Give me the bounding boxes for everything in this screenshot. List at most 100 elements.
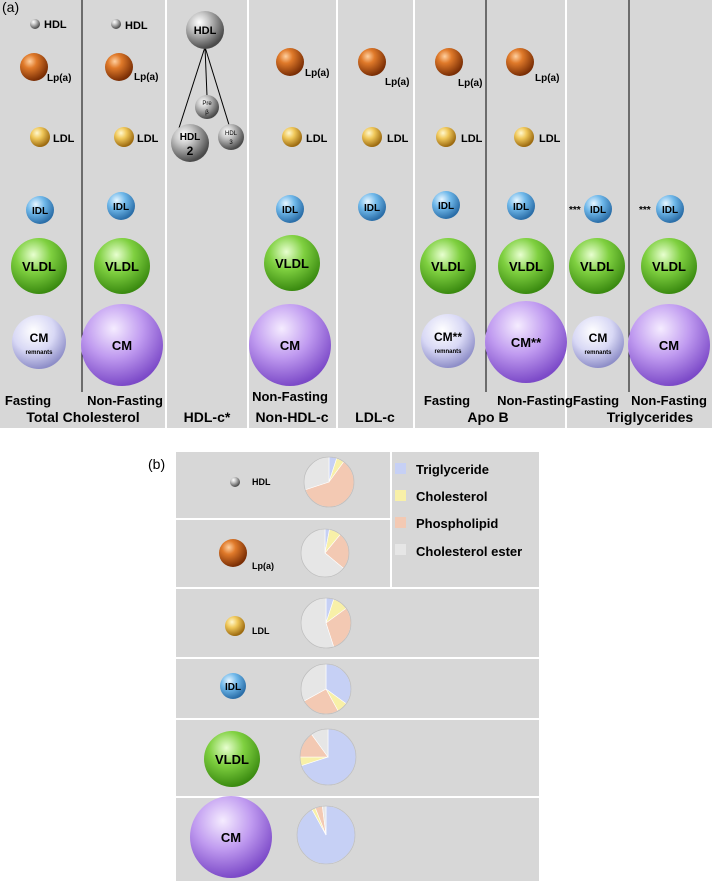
legend-swatch-cholesterol — [395, 490, 406, 501]
idl-particle — [276, 195, 304, 223]
idl-label: IDL — [662, 205, 678, 216]
ldl-particle — [30, 127, 50, 147]
lpa-label: Lp(a) — [47, 73, 71, 84]
legend-swatch-cholesterol-ester — [395, 544, 406, 555]
idl-label: IDL — [364, 203, 380, 214]
idl-particle — [507, 192, 535, 220]
legend-label-triglyceride: Triglyceride — [416, 462, 489, 477]
pie-outline — [300, 528, 350, 578]
composition-pies — [296, 456, 357, 865]
cm-particle — [249, 304, 331, 386]
lpa-particle — [20, 53, 48, 81]
sub-label-nonfasting: Non-Fasting — [497, 393, 573, 408]
cm-particle — [628, 304, 710, 386]
lpa-particle — [506, 48, 534, 76]
vldl-particle — [498, 238, 554, 294]
sub-label-fasting: Fasting — [5, 393, 51, 408]
col-apob-fasting: Lp(a) LDL IDL VLDL CM** remnants — [420, 48, 483, 368]
panel-b-label: (b) — [148, 456, 165, 472]
lpa-label: Lp(a) — [305, 68, 329, 79]
column-separators — [165, 0, 567, 428]
cm-remnants-label: CM** — [434, 330, 462, 344]
idl-particle — [220, 673, 246, 699]
cm-remnants-sublabel: remnants — [584, 350, 612, 356]
hdl2-particle — [171, 124, 209, 162]
pie-outline — [300, 663, 352, 715]
pie-ldl — [300, 597, 352, 649]
ldl-label: LDL — [53, 133, 75, 145]
column-title-triglycerides: Triglycerides — [607, 409, 694, 425]
pre-beta-particle — [195, 95, 219, 119]
col-apob-nonfasting: Lp(a) LDL IDL VLDL CM** — [485, 48, 567, 383]
lpa-particle — [105, 53, 133, 81]
pie-vldl — [299, 728, 357, 786]
col-ldl: Lp(a) LDL IDL — [358, 48, 409, 221]
pie-lpa — [300, 528, 350, 578]
panel-b-row-separators — [176, 452, 539, 798]
vldl-label: VLDL — [431, 259, 465, 274]
col-tg-fasting: *** IDL VLDL CM remnants — [569, 195, 625, 368]
lpa-particle — [276, 48, 304, 76]
pie-outline — [303, 456, 355, 508]
hdl3-sublabel: 3 — [229, 140, 233, 146]
idl-label: IDL — [32, 206, 48, 217]
cm-particle — [485, 301, 567, 383]
column-title-ldl: LDL-c — [355, 409, 395, 425]
idl-label: IDL — [438, 201, 454, 212]
composition-legend: Triglyceride Cholesterol Phospholipid Ch… — [395, 462, 522, 559]
lpa-label: Lp(a) — [458, 78, 482, 89]
cm-label: CM — [659, 338, 679, 353]
hdl2-label: HDL — [180, 132, 201, 143]
cm-remnants-particle — [12, 315, 66, 369]
legend-label-cholesterol-ester: Cholesterol ester — [416, 544, 522, 559]
col-non-hdl: Lp(a) LDL IDL VLDL CM — [249, 48, 331, 386]
hdl3-particle — [218, 124, 244, 150]
vldl-label: VLDL — [215, 752, 249, 767]
vldl-label: VLDL — [580, 259, 614, 274]
idl-particle — [432, 191, 460, 219]
lpa-particle — [219, 539, 247, 567]
cm-remnants-sublabel: remnants — [25, 350, 53, 356]
vldl-label: VLDL — [275, 256, 309, 271]
lpa-label: Lp(a) — [385, 77, 409, 88]
vldl-label: VLDL — [509, 259, 543, 274]
col-tg-nonfasting: *** IDL VLDL CM — [628, 195, 710, 386]
col-hdl: HDL Pre β HDL 2 HDL 3 — [171, 11, 244, 162]
sub-label-nonfasting: Non-Fasting — [87, 393, 163, 408]
ldl-label: LDL — [461, 133, 483, 145]
cm-remnants-sublabel: remnants — [434, 349, 462, 355]
cm-remnants-label: CM — [589, 331, 608, 345]
idl-label: IDL — [590, 205, 606, 216]
legend-swatch-triglyceride — [395, 463, 406, 474]
vldl-label: VLDL — [22, 259, 56, 274]
pie-outline — [300, 597, 352, 649]
legend-label-cholesterol: Cholesterol — [416, 489, 488, 504]
column-title-apob: Apo B — [467, 409, 508, 425]
panel-a-label: (a) — [2, 0, 19, 15]
ldl-particle — [114, 127, 134, 147]
cm-remnants-particle — [421, 314, 475, 368]
col-tc-fasting: HDL Lp(a) LDL IDL VLDL CM remnants — [11, 19, 75, 369]
vldl-particle — [204, 731, 260, 787]
vldl-particle — [264, 235, 320, 291]
triple-star-label: *** — [569, 205, 581, 216]
hdl-particle — [30, 19, 40, 29]
sub-label-fasting: Fasting — [573, 393, 619, 408]
cm-particle — [190, 796, 272, 878]
pre-beta-label: Pre — [202, 101, 212, 107]
vldl-particle — [94, 238, 150, 294]
subcolumn-dividers — [81, 0, 630, 392]
idl-label: IDL — [113, 202, 129, 213]
idl-label: IDL — [513, 202, 529, 213]
cm-label: CM — [112, 338, 132, 353]
hdl-top-particle — [186, 11, 224, 49]
idl-particle — [584, 195, 612, 223]
hdl-label: HDL — [125, 20, 148, 32]
vldl-particle — [569, 238, 625, 294]
idl-particle — [358, 193, 386, 221]
vldl-particle — [641, 238, 697, 294]
legend-label-phospholipid: Phospholipid — [416, 516, 498, 531]
vldl-particle — [420, 238, 476, 294]
column-title-hdl: HDL-c* — [184, 409, 231, 425]
subcolumn-labels: Fasting Non-Fasting Non-Fasting Fasting … — [5, 389, 707, 408]
